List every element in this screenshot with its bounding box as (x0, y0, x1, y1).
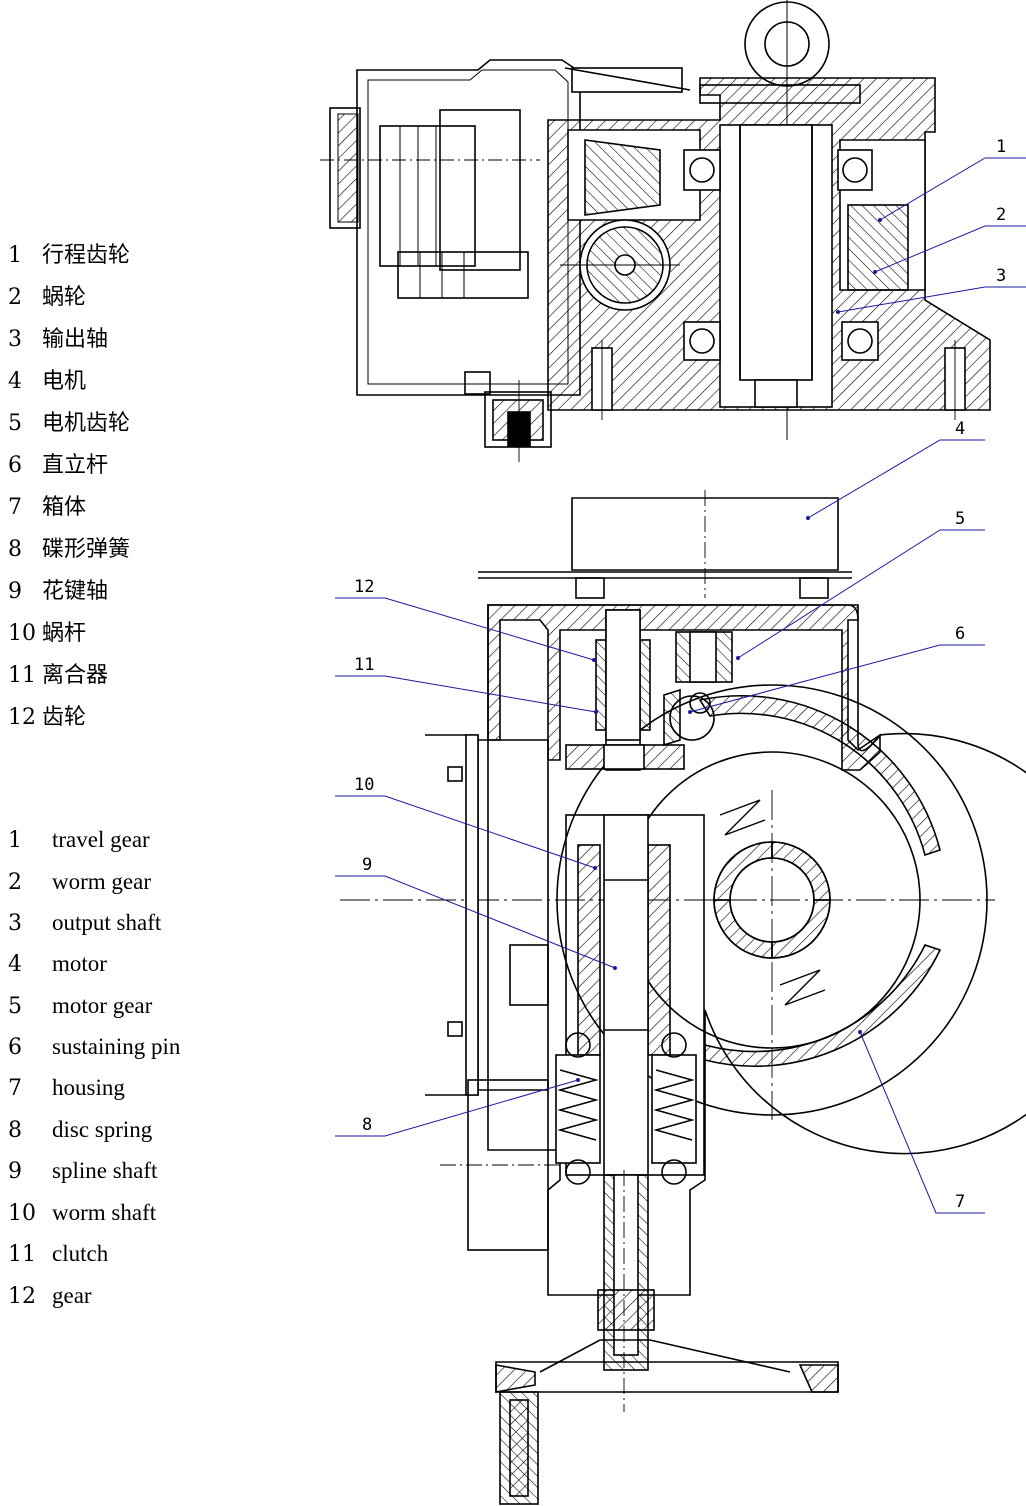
leader-number-3: 3 (996, 266, 1006, 286)
bevel-gear (584, 139, 661, 216)
leader-number-1: 1 (996, 137, 1006, 157)
hub-hatch (713, 899, 773, 959)
cover-bolt (447, 766, 463, 782)
bearing-ball (689, 328, 715, 354)
leader-number-12: 12 (354, 577, 374, 597)
handwheel-rim-hatch (798, 1364, 839, 1393)
disc-spring-left (557, 1069, 599, 1141)
housing-wall-hatch (487, 604, 881, 771)
upper-bearing-bore (603, 744, 645, 770)
leader-number-7: 7 (955, 1192, 965, 1212)
side-cover-hatch (337, 113, 359, 223)
handwheel-rim (495, 1361, 839, 1393)
leader-number-6: 6 (955, 624, 965, 644)
lower-section-view (340, 490, 1026, 1505)
bearing-ball (565, 1159, 591, 1185)
side-cover-knob (329, 107, 361, 229)
spline-shaft (603, 814, 649, 1176)
motor-housing (571, 497, 839, 571)
worm-gear-section (847, 204, 909, 291)
leader-number-2: 2 (996, 205, 1006, 225)
leader-numbers: 1 2 3 4 5 6 7 8 9 10 11 12 (354, 137, 1006, 1212)
drain-plug (464, 371, 491, 395)
bearing-ball (847, 328, 873, 354)
shaft-end-slot (754, 379, 798, 408)
housing-round-hatch (698, 695, 941, 857)
housing-round-hatch (704, 944, 942, 1068)
shaft-core (605, 609, 641, 741)
motor-block (379, 125, 476, 267)
bearing-ball (661, 1032, 687, 1058)
switch-assembly (439, 109, 521, 271)
bearing-ball (689, 157, 715, 183)
disc-spring-right (653, 1069, 695, 1141)
cover-link-rod (564, 67, 691, 91)
sustaining-pin-lever (663, 688, 681, 747)
leader-dots (576, 218, 882, 1082)
side-compartment (478, 739, 549, 1091)
handwheel-spoke (539, 1339, 791, 1373)
side-cover-edge (465, 734, 479, 1096)
bearing-ball (565, 1032, 591, 1058)
hub-hatch (771, 841, 831, 901)
motor-compartment-inner (367, 69, 569, 385)
cover-bolt (447, 1021, 463, 1037)
leader-number-9: 9 (362, 855, 372, 875)
sustaining-pin-hole (689, 692, 711, 714)
motor-bolt (575, 577, 605, 599)
gear-tooth-mark (719, 799, 766, 836)
hub-hatch (771, 899, 831, 959)
gear-tooth-mark (779, 969, 826, 1006)
terminal-block (397, 251, 529, 299)
leader-lines (335, 157, 1026, 1214)
clutch-lever-box (509, 944, 549, 1006)
leader-number-5: 5 (955, 509, 965, 529)
top-cover-plate (699, 84, 861, 104)
leader-number-11: 11 (354, 655, 374, 675)
bearing-ball (661, 1159, 687, 1185)
motor-bolt (799, 577, 829, 599)
worm-shaft-hatch-left (577, 844, 601, 1056)
handle-grip (509, 1399, 529, 1497)
upper-section-view (320, 0, 991, 462)
bearing-ball (842, 157, 868, 183)
output-shaft (739, 124, 813, 381)
handwheel-rim-hatch (495, 1364, 536, 1393)
hub-hatch (713, 841, 773, 901)
motor-compartment-casing (356, 59, 581, 396)
cable-gland (484, 391, 552, 448)
motor-gear-bore (689, 631, 717, 683)
leader-number-10: 10 (354, 775, 374, 795)
leader-number-4: 4 (955, 419, 965, 439)
leader-number-8: 8 (362, 1115, 372, 1135)
worm-shaft-hatch-right (647, 844, 671, 1056)
handwheel-hub (597, 1289, 655, 1331)
